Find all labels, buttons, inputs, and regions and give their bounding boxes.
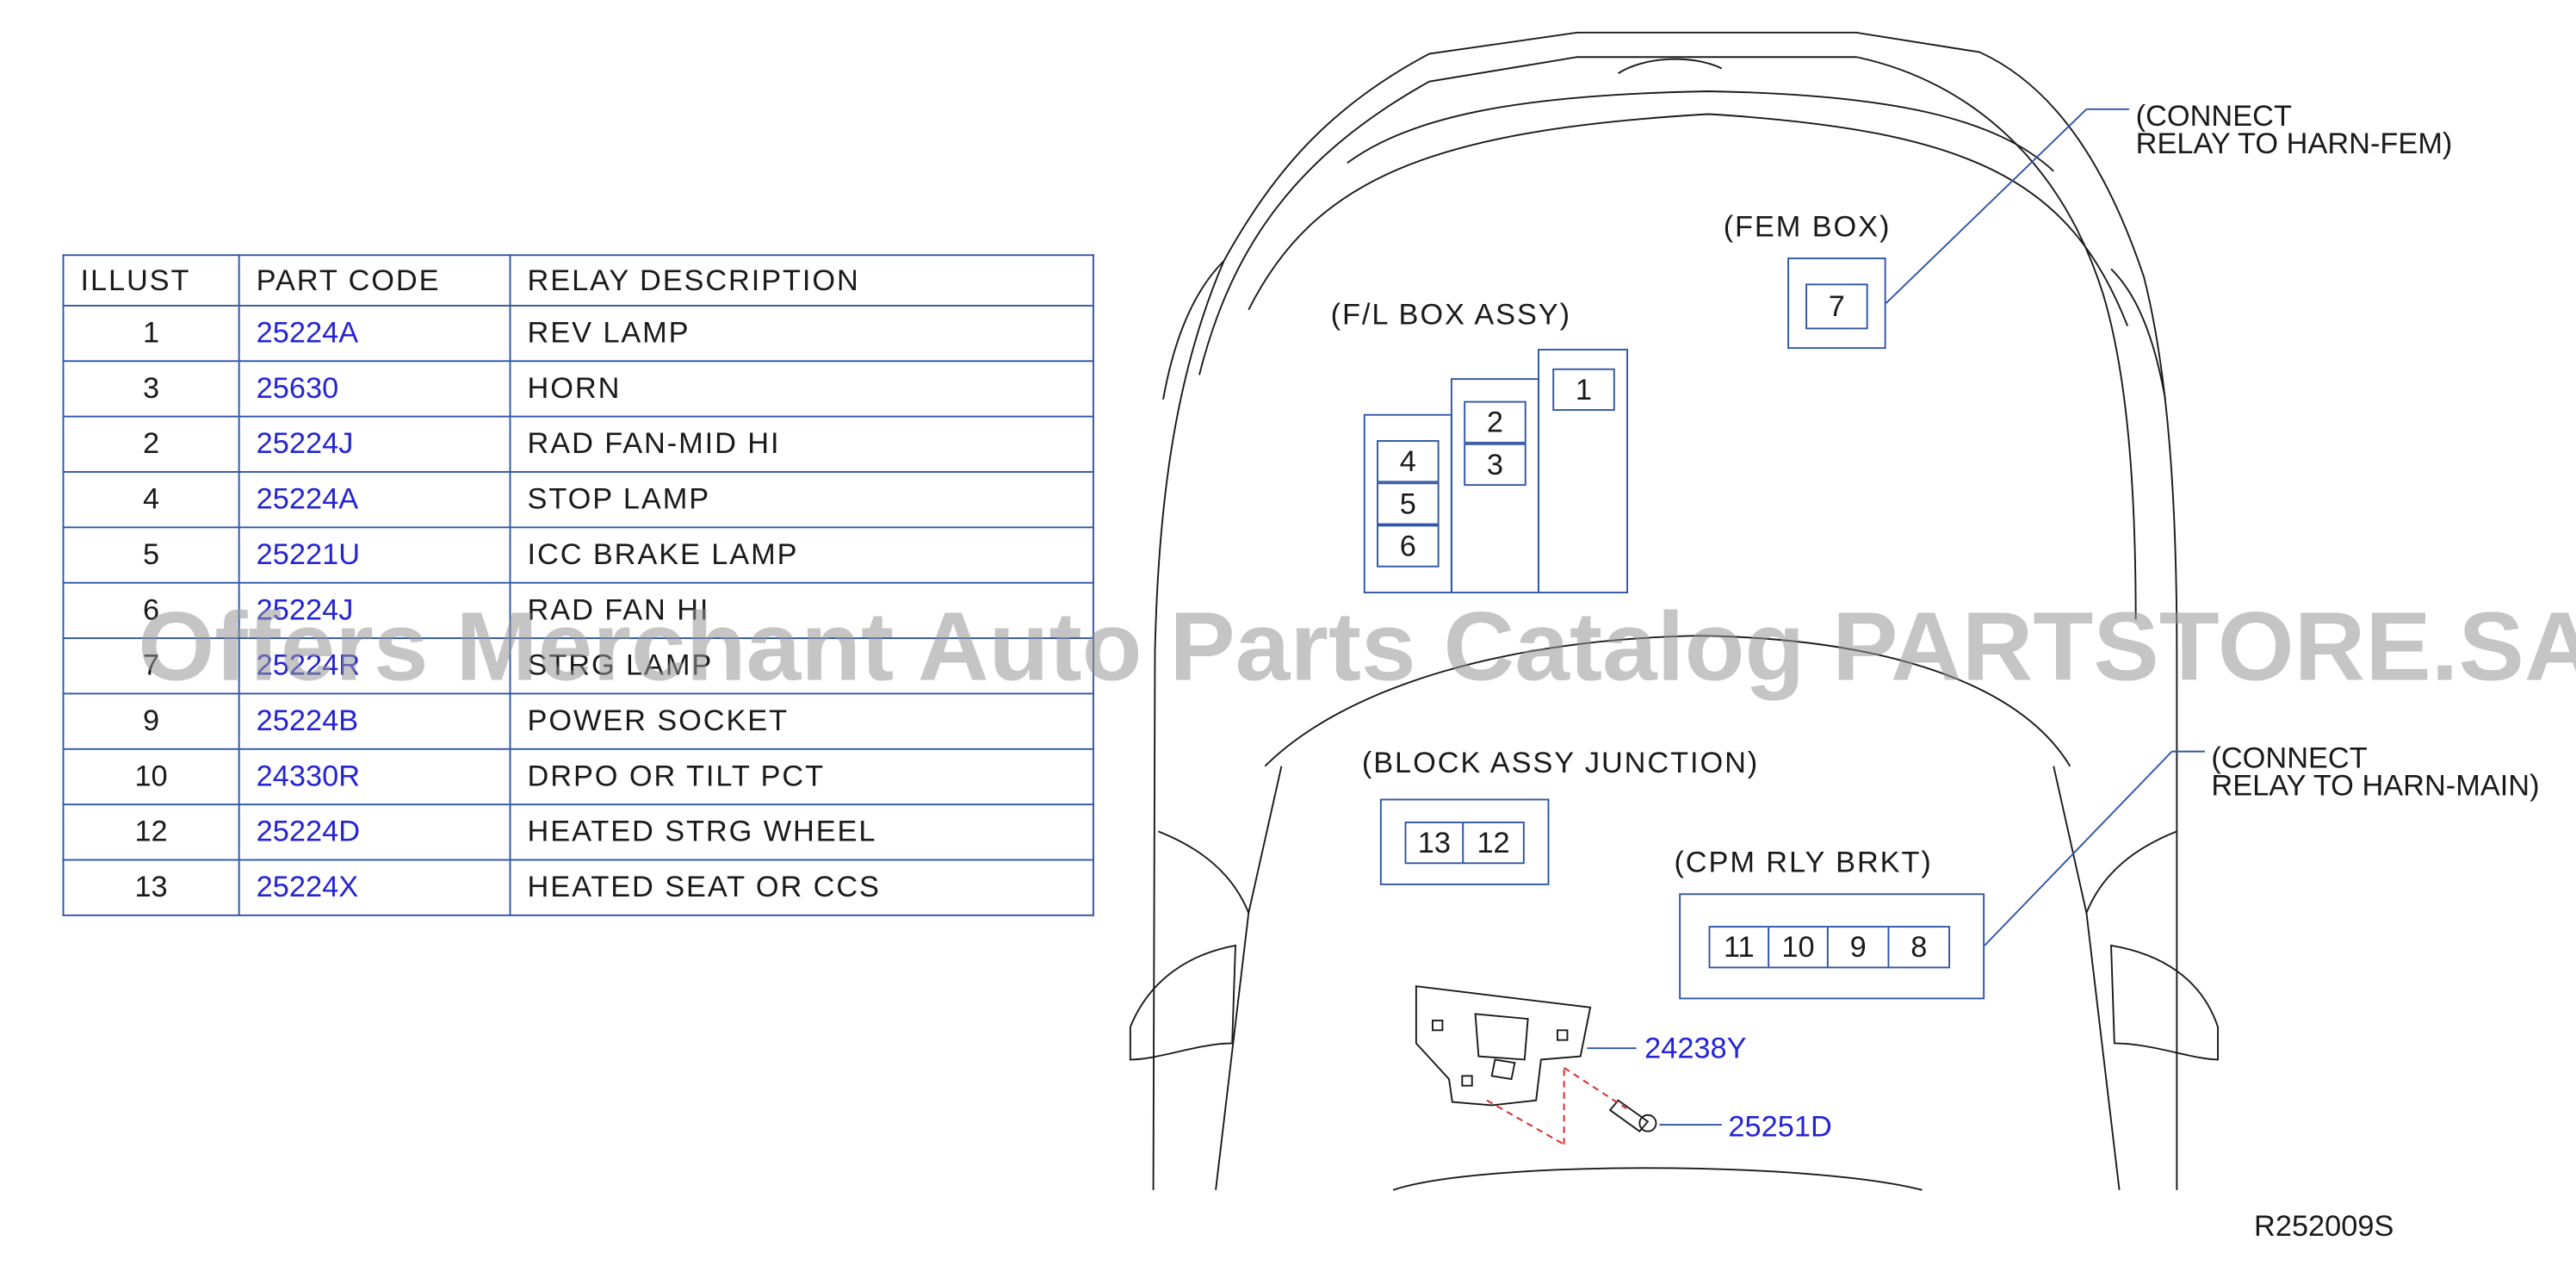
windshield-frame xyxy=(1248,113,2129,326)
side-curve-left xyxy=(1157,830,1250,914)
part-code-link[interactable]: 25221U xyxy=(238,526,511,584)
bolt-alignment-lines xyxy=(1486,1067,1627,1145)
fl-box-section-right xyxy=(1538,349,1629,594)
relay-description: REV LAMP xyxy=(509,304,1094,363)
a-pillar-right xyxy=(2110,268,2166,400)
relay-slot-8[interactable]: 8 xyxy=(1887,926,1951,969)
leader-line-fem xyxy=(1885,109,2088,304)
relay-slot-12[interactable]: 12 xyxy=(1462,822,1525,865)
relay-description: POWER SOCKET xyxy=(509,692,1094,750)
hood-outline xyxy=(1198,56,2137,620)
part-code-link[interactable]: 25224J xyxy=(238,581,511,640)
relay-slot-5[interactable]: 5 xyxy=(1377,482,1440,525)
part-code-link[interactable]: 25224B xyxy=(238,692,511,750)
relay-description: HEATED SEAT OR CCS xyxy=(509,859,1094,916)
col-header-relay-description: RELAY DESCRIPTION xyxy=(509,254,1094,307)
mirror-left xyxy=(1129,944,1236,1061)
relay-description: HEATED STRG WHEEL xyxy=(509,803,1094,861)
relay-description: RAD FAN HI xyxy=(509,581,1094,640)
illust-number: 12 xyxy=(62,803,240,861)
cowl-line xyxy=(1392,1167,1923,1191)
part-code-link[interactable]: 25224J xyxy=(238,415,511,473)
watermark-text: Offers Merchant Auto Parts Catalog PARTS… xyxy=(138,592,2576,701)
part-code-link[interactable]: 25224X xyxy=(238,859,511,916)
figure-id: R252009S xyxy=(2254,1209,2394,1243)
body-line-lower xyxy=(1215,766,1283,1190)
windshield-top-edge xyxy=(1347,90,2054,172)
relay-description: HORN xyxy=(509,360,1094,418)
col-header-part-code: PART CODE xyxy=(238,254,511,307)
illust-number: 6 xyxy=(62,581,240,640)
connect-fem-note-line1: (CONNECT xyxy=(2135,99,2292,133)
relay-slot-9[interactable]: 9 xyxy=(1826,926,1890,969)
connect-main-note-line2: RELAY TO HARN-MAIN) xyxy=(2211,769,2540,803)
illust-number: 5 xyxy=(62,526,240,584)
relay-slot-6[interactable]: 6 xyxy=(1377,524,1440,568)
fem-box-label: (FEM BOX) xyxy=(1723,210,1892,244)
body-line-lower-right xyxy=(2053,766,2121,1190)
cpm-rly-brkt-box xyxy=(1679,893,1985,1000)
relay-bracket-drawing xyxy=(1415,985,1657,1132)
table-header-row: ILLUST PART CODE RELAY DESCRIPTION xyxy=(62,254,1094,307)
relay-slot-2[interactable]: 2 xyxy=(1464,400,1526,444)
relay-slot-11[interactable]: 11 xyxy=(1708,926,1770,969)
side-curve-right xyxy=(2085,830,2177,914)
illust-number: 4 xyxy=(62,471,240,529)
cpm-rly-brkt-label: (CPM RLY BRKT) xyxy=(1674,846,1933,879)
relay-slot-3[interactable]: 3 xyxy=(1464,443,1526,487)
relay-description: DRPO OR TILT PCT xyxy=(509,748,1094,806)
relay-description: STRG LAMP xyxy=(509,637,1094,695)
col-header-illust: ILLUST xyxy=(62,254,240,307)
bolt-part-code-link[interactable]: 25251D xyxy=(1728,1110,1832,1143)
fem-box xyxy=(1787,257,1886,350)
block-assy-junction-box xyxy=(1379,798,1550,885)
relay-slot-13[interactable]: 13 xyxy=(1404,822,1464,865)
relay-description: ICC BRAKE LAMP xyxy=(509,526,1094,584)
leader-line-main xyxy=(1984,750,2173,946)
part-code-link[interactable]: 25224A xyxy=(238,471,511,529)
illust-number: 10 xyxy=(62,748,240,806)
roof-arc xyxy=(1264,635,2071,767)
illust-number: 2 xyxy=(62,415,240,473)
fl-box-assy-label: (F/L BOX ASSY) xyxy=(1330,298,1571,332)
illust-number: 7 xyxy=(62,637,240,695)
illust-number: 13 xyxy=(62,859,240,916)
illust-number: 3 xyxy=(62,360,240,418)
connect-fem-note-line2: RELAY TO HARN-FEM) xyxy=(2135,127,2453,160)
relay-slot-4[interactable]: 4 xyxy=(1377,440,1440,483)
relay-description: RAD FAN-MID HI xyxy=(509,415,1094,473)
block-assy-junction-label: (BLOCK ASSY JUNCTION) xyxy=(1361,746,1760,779)
relay-slot-10[interactable]: 10 xyxy=(1768,926,1829,969)
relay-slot-1[interactable]: 1 xyxy=(1552,368,1615,412)
illust-number: 9 xyxy=(62,692,240,750)
a-pillar-left xyxy=(1162,260,1225,400)
part-code-link[interactable]: 25224D xyxy=(238,803,511,861)
bracket-part-code-link[interactable]: 24238Y xyxy=(1644,1032,1747,1065)
mirror-right xyxy=(2110,944,2220,1061)
relay-slot-7[interactable]: 7 xyxy=(1805,283,1868,330)
connect-main-note-line1: (CONNECT xyxy=(2211,741,2368,775)
hood-emblem-notch xyxy=(1618,58,1723,74)
